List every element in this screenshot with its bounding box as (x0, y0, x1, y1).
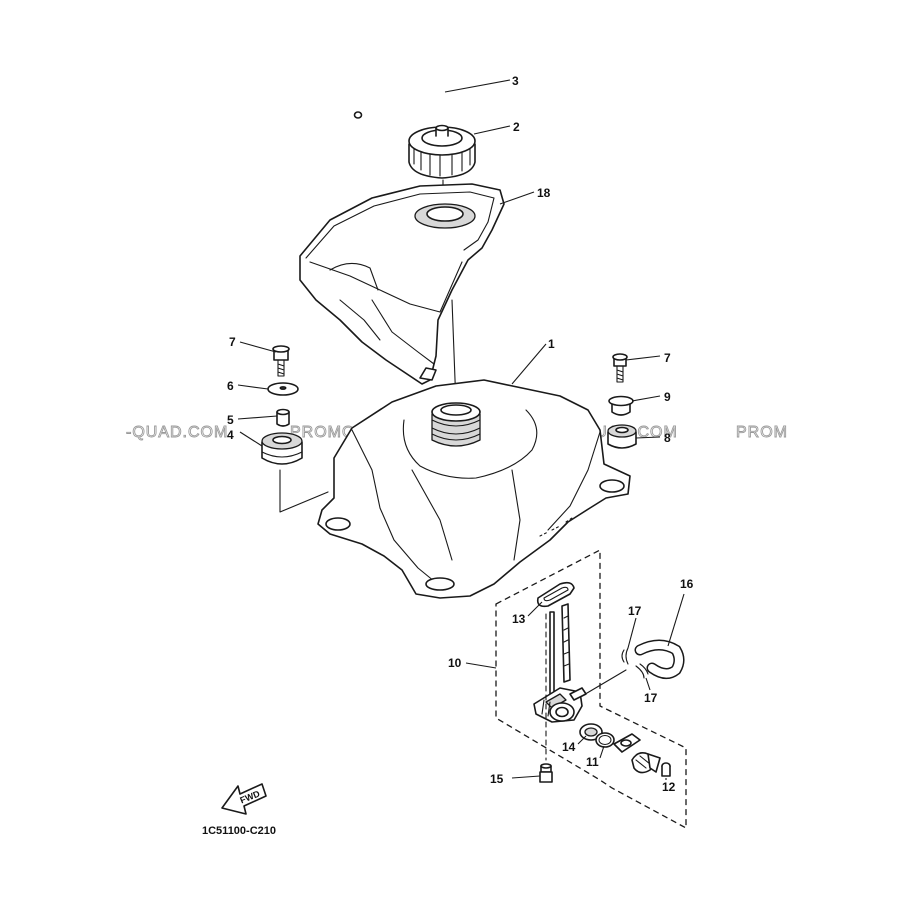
damper-right (607, 424, 637, 449)
collar-left (276, 408, 290, 427)
callout-7-left: 7 (229, 335, 236, 349)
callout-16: 16 (680, 577, 694, 591)
callout-9: 9 (664, 390, 671, 404)
tank-cover (299, 183, 505, 385)
callout-18: 18 (537, 186, 551, 200)
callout-15: 15 (490, 772, 504, 786)
lever-plate (613, 733, 661, 774)
callout-11: 11 (586, 755, 599, 769)
callout-6: 6 (227, 379, 234, 393)
callout-2: 2 (513, 120, 520, 134)
callout-13: 13 (512, 612, 526, 626)
callout-7-right: 7 (664, 351, 671, 365)
outlet-axis (581, 669, 627, 697)
forward-arrow: FWD (221, 783, 267, 815)
leader-lines (237, 79, 685, 780)
damper-left (261, 432, 303, 465)
callout-12: 12 (662, 780, 676, 794)
hose-clip-lower (635, 663, 649, 679)
gasket (536, 581, 575, 608)
callout-17-lower: 17 (644, 691, 658, 705)
fuel-hose (634, 639, 685, 679)
fuel-cap (408, 124, 476, 179)
watermark-segment: -QUAD.COM (126, 424, 228, 441)
fuel-tank (317, 379, 631, 599)
callout-8: 8 (664, 431, 671, 445)
callout-4: 4 (227, 428, 234, 442)
callout-10: 10 (448, 656, 462, 670)
callout-17-upper: 17 (628, 604, 642, 618)
watermark-segment: PROM (736, 424, 788, 441)
bolt-left (272, 345, 290, 377)
fuel-cock-dashed-box (495, 548, 687, 830)
hose-clip-upper (621, 647, 629, 665)
washer-left (267, 382, 299, 396)
callout-3: 3 (512, 74, 519, 88)
callout-1: 1 (548, 337, 555, 351)
collar-right (608, 395, 634, 416)
bolt-right (612, 353, 628, 383)
callout-5: 5 (227, 413, 234, 427)
o-ring (595, 732, 615, 748)
callout-14: 14 (562, 740, 576, 754)
mount-axis-left (279, 469, 329, 513)
drawing-code: 1C51100-C210 (202, 825, 276, 837)
drain-bolt (539, 763, 553, 783)
fuel-cock (533, 603, 587, 723)
lever-screw (661, 762, 671, 777)
callouts: 3 2 18 1 7 6 5 4 7 9 8 13 10 14 11 12 15… (227, 74, 694, 794)
breather-hose (353, 74, 448, 119)
